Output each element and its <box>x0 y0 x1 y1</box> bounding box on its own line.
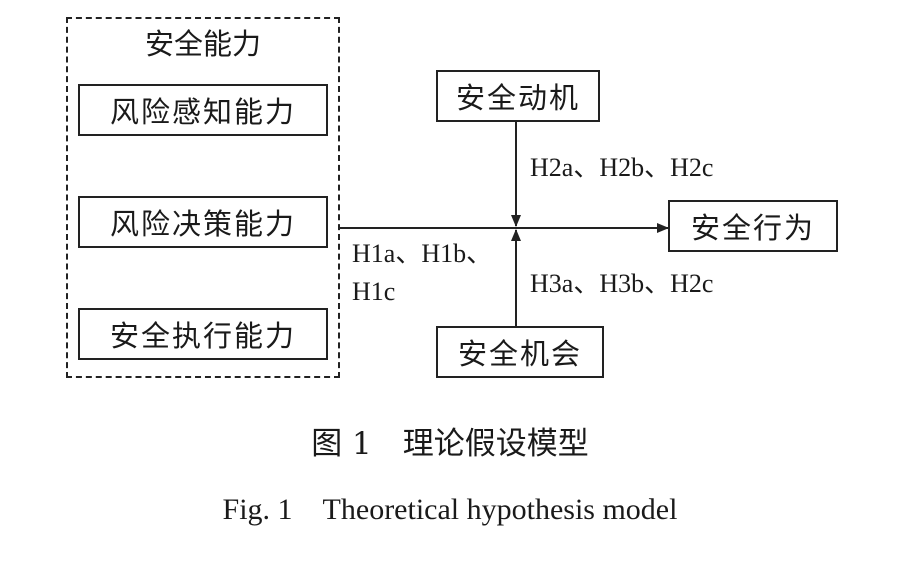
safety-ability-title: 安全能力 <box>144 27 261 61</box>
h3-label: H3a、H3b、H2c <box>530 269 714 298</box>
caption-english: Fig. 1 Theoretical hypothesis model <box>222 493 678 526</box>
h1-label-line1: H1a、H1b、 <box>352 239 493 268</box>
risk-decision-box: 风险决策能力 <box>78 196 328 248</box>
safety-ability-group <box>66 17 340 378</box>
h2-label: H2a、H2b、H2c <box>530 153 714 182</box>
safety-opportunity-box: 安全机会 <box>436 326 604 378</box>
risk-perception-box: 风险感知能力 <box>78 84 328 136</box>
safety-motivation-box: 安全动机 <box>436 70 600 122</box>
h1-label-line2: H1c <box>352 277 396 306</box>
safety-behavior-box: 安全行为 <box>668 200 838 252</box>
caption-chinese: 图 1 理论假设模型 <box>311 426 589 462</box>
safety-execution-box: 安全执行能力 <box>78 308 328 360</box>
